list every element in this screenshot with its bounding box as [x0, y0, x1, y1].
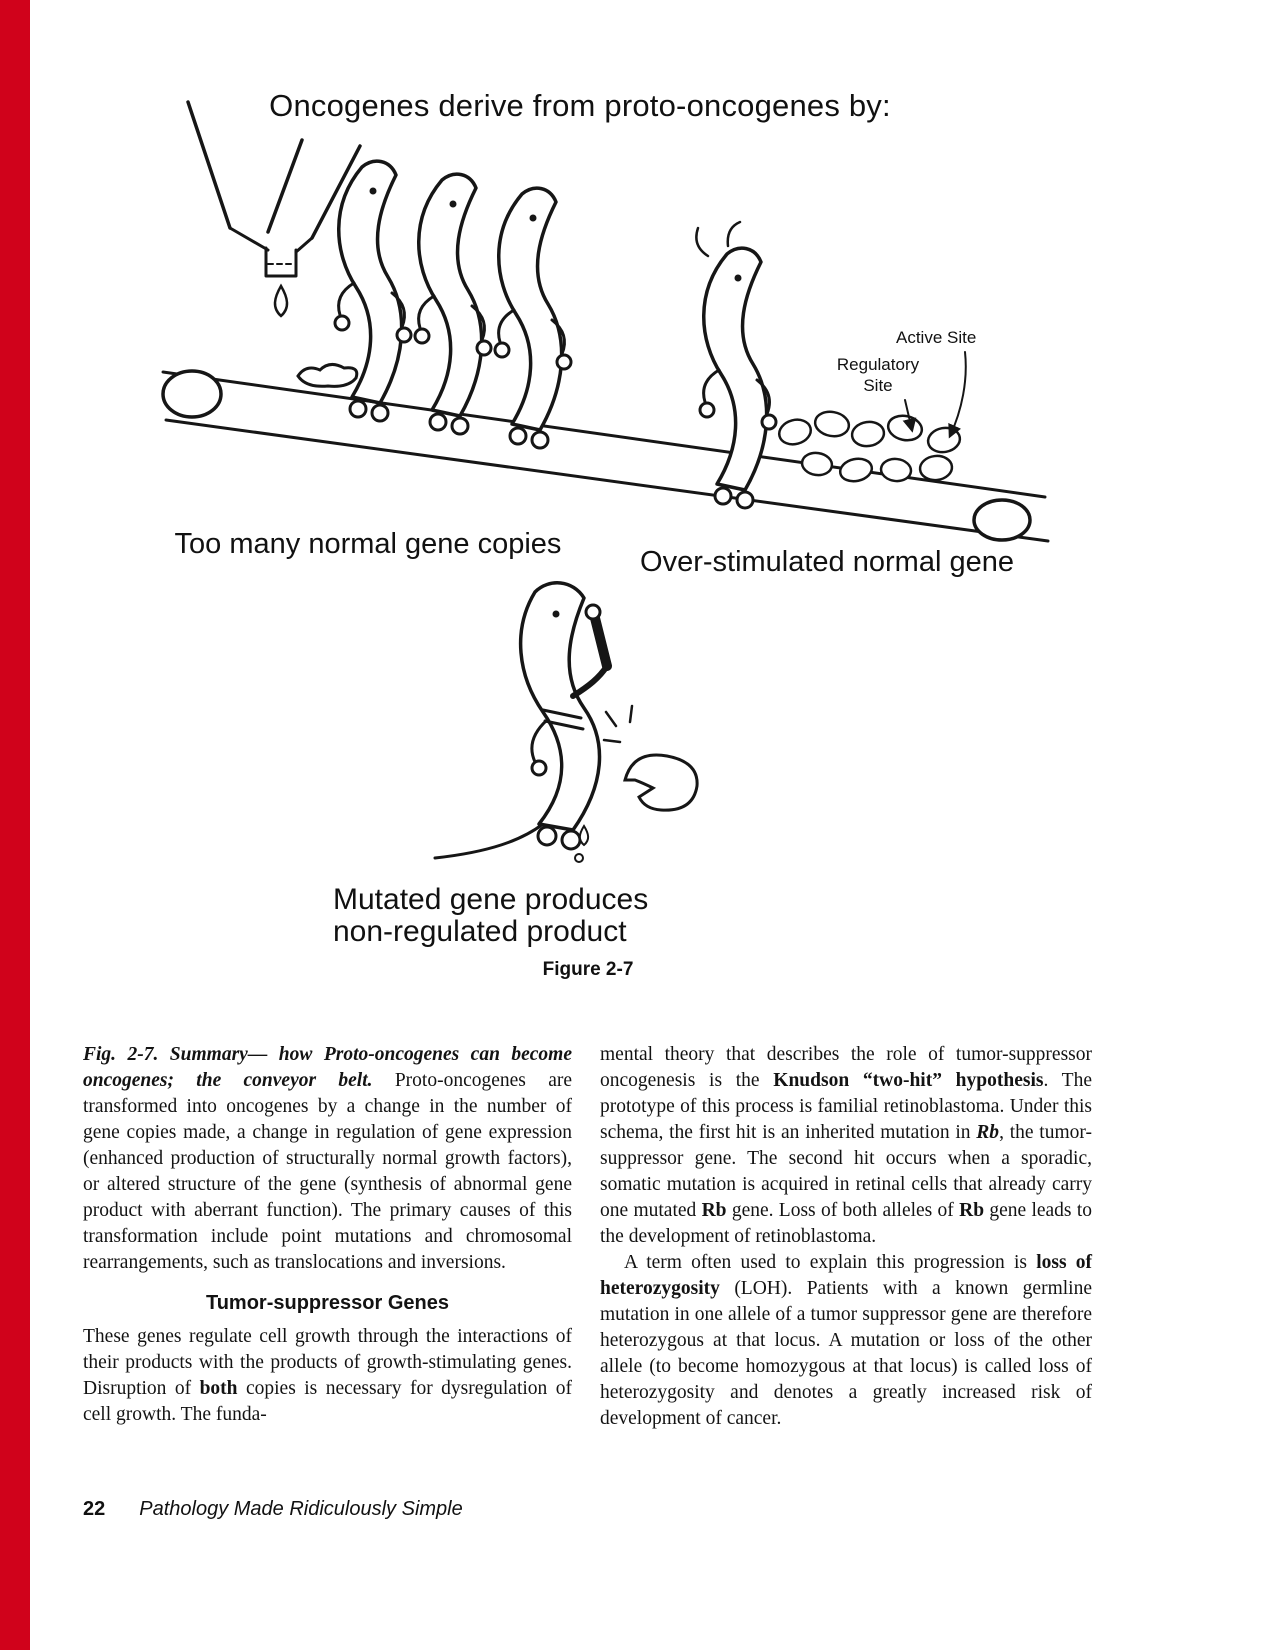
bold-rb: Rb — [959, 1200, 985, 1221]
paragraph-loh: A term often used to explain this progre… — [600, 1250, 1092, 1432]
figure-number: Figure 2-7 — [542, 959, 634, 980]
fig-caption-rest: Proto-oncogenes are transformed into onc… — [83, 1070, 572, 1273]
caption-mutated-line2: non-regulated product — [333, 915, 627, 948]
mutated-gene-figure — [433, 581, 699, 863]
bold-italic-rb: Rb — [976, 1122, 1000, 1143]
section-heading-tumor-suppressor: Tumor-suppressor Genes — [205, 1292, 450, 1314]
text-run: gene leads to the development of retinob… — [600, 1200, 1092, 1247]
text-run: copies is necessary for dysregulation of… — [83, 1378, 572, 1425]
spill-scribble — [296, 363, 359, 388]
text-run: These genes regulate cell growth through… — [83, 1326, 572, 1399]
impact-burst — [602, 704, 634, 744]
over-stimulated-figure — [695, 220, 967, 510]
regulatory-site-arrow — [902, 399, 917, 433]
text-run: mental theory that describes the role of… — [600, 1044, 1092, 1091]
figure-title: Oncogenes derive from proto-oncogenes by… — [269, 88, 891, 123]
book-title: Pathology Made Ridiculously Simple — [139, 1498, 463, 1520]
product-blobs — [777, 410, 962, 483]
funnel — [186, 100, 362, 318]
label-active-site: Active Site — [896, 328, 977, 347]
page-footer: 22 Pathology Made Ridiculously Simple — [83, 1498, 983, 1521]
conveyor-belt — [161, 369, 1050, 543]
label-regulatory-site: Regulatory Site — [828, 354, 928, 396]
text-run: . The prototype of this process is famil… — [600, 1070, 1093, 1143]
red-edge-stripe — [0, 0, 30, 1650]
fig-caption-paragraph: Fig. 2-7. Summary— how Proto-oncogenes c… — [83, 1042, 572, 1276]
page-number: 22 — [83, 1498, 106, 1520]
label-regulatory-line1: Regulatory — [836, 355, 920, 374]
left-column: Fig. 2-7. Summary— how Proto-oncogenes c… — [83, 1042, 572, 1428]
text-run: (LOH). Patients with a known germline mu… — [600, 1278, 1092, 1429]
paragraph-tumor-suppressor: These genes regulate cell growth through… — [83, 1324, 572, 1428]
smashed-product-blob — [623, 753, 699, 812]
caption-too-many-copies: Too many normal gene copies — [174, 528, 562, 560]
bold-rb: Rb — [701, 1200, 727, 1221]
gene-copy-figures — [333, 159, 573, 450]
text-run: gene. Loss of both alleles of — [726, 1200, 960, 1221]
bold-both: both — [199, 1378, 238, 1399]
caption-over-stimulated: Over-stimulated normal gene — [640, 546, 1014, 578]
conveyor-belt-illustration — [161, 100, 1050, 863]
right-column: mental theory that describes the role of… — [600, 1042, 1092, 1432]
bold-knudson-hypothesis: Knudson “two-hit” hypothesis — [773, 1070, 1044, 1091]
caption-mutated-line1: Mutated gene produces — [333, 883, 649, 916]
fig-caption-lead: Fig. 2-7. Summary— how Proto-oncogenes c… — [83, 1044, 572, 1091]
text-run: A term often used to explain this progre… — [624, 1252, 1037, 1273]
caption-mutated-gene: Mutated gene produces non-regulated prod… — [333, 884, 673, 948]
bold-loss-of-heterozygosity: loss of heterozygosity — [600, 1252, 1092, 1299]
label-regulatory-line2: Site — [863, 376, 893, 395]
active-site-arrow — [948, 351, 967, 439]
text-run: , the tumor-suppressor gene. The second … — [600, 1122, 1092, 1221]
paragraph-knudson: mental theory that describes the role of… — [600, 1042, 1092, 1250]
